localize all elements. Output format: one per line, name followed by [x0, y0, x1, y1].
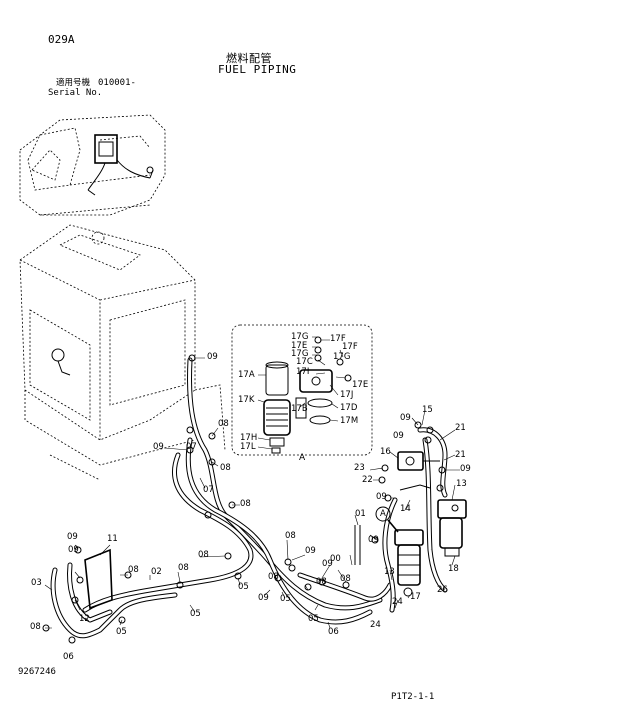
callout-08: 08 [198, 550, 209, 560]
callout-08: 08 [128, 565, 139, 575]
callout-24: 24 [370, 620, 381, 630]
callout-07: 07 [186, 442, 197, 452]
callout-08: 08 [240, 499, 251, 509]
callout-15: 15 [422, 405, 433, 415]
callout-11: 11 [107, 534, 118, 544]
callout-09: 09 [258, 593, 269, 603]
callout-17m: 17M [340, 416, 359, 426]
callout-09: 09 [305, 546, 316, 556]
callout-17f: 17F [342, 342, 358, 352]
callout-17c: 17C [296, 357, 313, 367]
page-title: FUEL PIPING [218, 63, 297, 76]
fuel-filter-assembly [394, 529, 424, 597]
callout-08: 08 [218, 419, 229, 429]
machine-overview-top [19, 114, 166, 216]
serial-label-japanese: 適用号機 [56, 78, 91, 88]
callout-09: 09 [68, 545, 79, 555]
callout-17b: 17B [291, 404, 308, 414]
callout-17i: 17I [296, 367, 310, 377]
callout-09: 09 [67, 532, 78, 542]
document-number: 9267246 [18, 667, 56, 677]
callout-08: 08 [30, 622, 41, 632]
callout-22: 22 [362, 475, 373, 485]
callout-26: 26 [437, 585, 448, 595]
detail-view-label: A [299, 453, 306, 463]
callout-05: 05 [238, 582, 249, 592]
callout-06: 06 [328, 627, 339, 637]
callout-17a: 17A [238, 370, 255, 380]
callout-06: 06 [63, 652, 74, 662]
callout-09: 09 [400, 413, 411, 423]
serial-label: Serial No. [48, 88, 103, 98]
callout-17e: 17E [291, 341, 308, 351]
callout-16: 16 [380, 447, 391, 457]
callout-07: 07 [203, 485, 214, 495]
serial-range: 010001- [98, 78, 136, 88]
callout-09: 09 [207, 352, 218, 362]
callout-17k: 17K [238, 395, 255, 405]
callout-01: 01 [355, 509, 366, 519]
callout-17j: 17J [340, 390, 354, 400]
callout-14: 14 [400, 504, 411, 514]
callout-17g: 17G [291, 349, 309, 359]
water-separator [437, 499, 467, 557]
callout-13: 13 [384, 567, 395, 577]
callout-09: 09 [368, 535, 379, 545]
callout-09: 09 [322, 559, 333, 569]
callout-03: 03 [31, 578, 42, 588]
callout-08: 08 [178, 563, 189, 573]
valve-block [397, 451, 440, 491]
callout-17e: 17E [352, 380, 369, 390]
callout-08: 08 [268, 572, 279, 582]
callout-05: 05 [116, 627, 127, 637]
callout-09: 09 [376, 492, 387, 502]
callout-12: 12 [79, 614, 90, 624]
callout-17g: 17G [333, 352, 351, 362]
callout-23: 23 [354, 463, 365, 473]
callout-08: 08 [316, 577, 327, 587]
callout-05: 05 [280, 594, 291, 604]
callout-21: 21 [455, 423, 466, 433]
callout-17l: 17L [240, 442, 256, 452]
leader-lines [44, 357, 460, 629]
callout-a: A [380, 509, 386, 519]
callout-17d: 17D [340, 403, 358, 413]
callout-17: 17 [410, 592, 421, 602]
callout-24: 24 [392, 597, 403, 607]
callout-00: 00 [330, 554, 341, 564]
callout-08: 08 [220, 463, 231, 473]
page-reference: P1T2-1-1 [391, 692, 435, 702]
callout-21: 21 [455, 450, 466, 460]
callout-02: 02 [151, 567, 162, 577]
callout-17f: 17F [330, 334, 346, 344]
fuel-tank [19, 224, 226, 481]
view-a-arrow [387, 519, 399, 533]
callout-09: 09 [393, 431, 404, 441]
page-code: 029A [48, 33, 75, 46]
callout-09: 09 [153, 442, 164, 452]
callout-09: 09 [460, 464, 471, 474]
callout-17h: 17H [240, 433, 258, 443]
callout-13: 13 [456, 479, 467, 489]
callout-05: 05 [308, 614, 319, 624]
detail-view-a [231, 324, 373, 456]
callout-05: 05 [190, 609, 201, 619]
callout-18: 18 [448, 564, 459, 574]
fuel-hoses [50, 357, 448, 639]
title-japanese: 燃料配管 [226, 52, 272, 65]
callout-08: 08 [340, 574, 351, 584]
callout-17g: 17G [291, 332, 309, 342]
view-a-marker [375, 506, 391, 522]
callout-08: 08 [285, 531, 296, 541]
